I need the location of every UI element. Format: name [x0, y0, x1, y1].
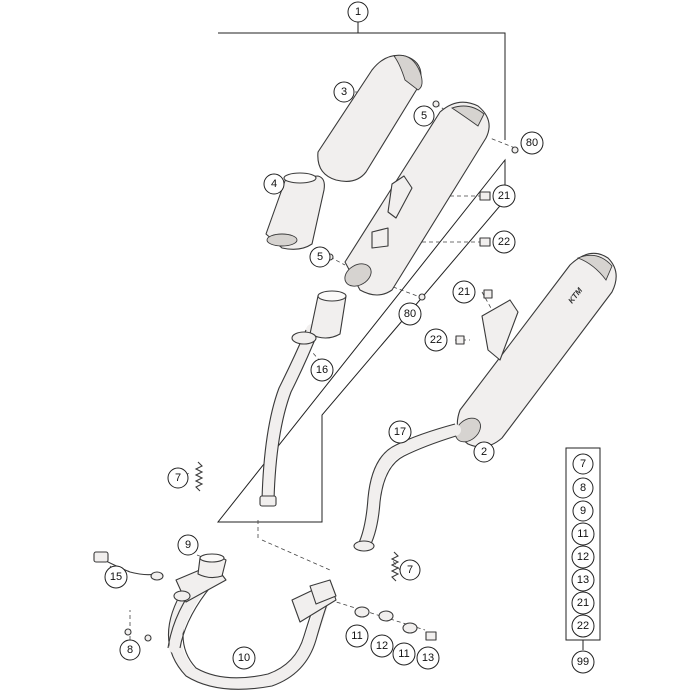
callout-11b: 11	[392, 642, 416, 666]
svg-text:7: 7	[175, 472, 181, 484]
callout-13: 13	[416, 646, 440, 670]
kit-list-items: 7 8 9 11 12 13 21 22 99	[571, 453, 595, 674]
svg-text:11: 11	[577, 528, 588, 540]
svg-text:9: 9	[580, 505, 586, 517]
svg-text:17: 17	[394, 426, 406, 438]
svg-text:10: 10	[238, 652, 250, 664]
svg-text:21: 21	[458, 286, 470, 298]
kit-list-box	[565, 447, 601, 650]
kit-item: 22	[571, 614, 595, 638]
svg-text:22: 22	[498, 236, 510, 248]
silencer-body-upper	[344, 101, 490, 296]
svg-text:15: 15	[110, 571, 122, 583]
svg-text:12: 12	[376, 640, 388, 652]
kit-item: 8	[572, 477, 594, 499]
svg-text:22: 22	[577, 620, 589, 632]
callout-7a: 7	[167, 467, 189, 489]
spring-upper	[194, 461, 204, 492]
svg-text:5: 5	[421, 110, 427, 122]
callout-21b: 21	[452, 280, 476, 304]
spring-lower	[390, 551, 400, 582]
kit-item: 9	[572, 500, 594, 522]
callout-labels: 1 3 4 5 5 80 80 21 22 21 22 16 17 2 7 9 …	[104, 1, 544, 670]
svg-text:8: 8	[127, 644, 133, 656]
callout-1: 1	[347, 1, 369, 23]
kit-item: 11	[571, 522, 595, 546]
svg-text:3: 3	[341, 86, 347, 98]
callout-16: 16	[310, 358, 334, 382]
svg-text:11: 11	[398, 648, 409, 660]
silencer-sleeve	[317, 54, 423, 182]
svg-text:12: 12	[577, 551, 589, 563]
svg-text:7: 7	[407, 564, 413, 576]
kit-item: 12	[571, 545, 595, 569]
callout-4: 4	[263, 173, 285, 195]
callout-22b: 22	[424, 328, 448, 352]
callout-22a: 22	[492, 230, 516, 254]
svg-text:80: 80	[404, 308, 416, 320]
callout-2: 2	[473, 441, 495, 463]
svg-text:80: 80	[526, 137, 538, 149]
callout-7b: 7	[399, 559, 421, 581]
svg-text:5: 5	[317, 251, 323, 263]
callout-10: 10	[232, 646, 256, 670]
kit-item: 21	[571, 591, 595, 615]
callout-5b: 5	[309, 246, 331, 268]
svg-text:13: 13	[422, 652, 434, 664]
callout-15: 15	[104, 565, 128, 589]
svg-text:7: 7	[580, 458, 586, 470]
silencer-core	[265, 172, 325, 250]
callout-11a: 11	[345, 624, 369, 648]
callout-17: 17	[388, 420, 412, 444]
fasteners	[124, 100, 519, 642]
header-pipe-front	[167, 563, 337, 690]
svg-text:9: 9	[185, 539, 191, 551]
lambda-sensor	[93, 551, 164, 581]
svg-text:2: 2	[481, 446, 487, 458]
svg-text:16: 16	[316, 364, 328, 376]
exhaust-gasket	[197, 553, 227, 579]
kit-item: 7	[572, 453, 594, 475]
callout-12: 12	[370, 634, 394, 658]
svg-text:21: 21	[577, 597, 589, 609]
header-pipe-rear	[353, 423, 461, 552]
callout-5a: 5	[413, 105, 435, 127]
callout-3: 3	[333, 81, 355, 103]
svg-text:1: 1	[355, 6, 361, 18]
svg-text:4: 4	[271, 178, 277, 190]
silencer-lower: KTM	[455, 252, 617, 448]
callout-21a: 21	[492, 184, 516, 208]
svg-text:99: 99	[577, 656, 589, 668]
callout-80b: 80	[398, 302, 422, 326]
callout-8: 8	[119, 639, 141, 661]
kit-item: 13	[571, 568, 595, 592]
svg-text:22: 22	[430, 334, 442, 346]
svg-text:8: 8	[580, 482, 586, 494]
svg-text:13: 13	[577, 574, 589, 586]
callout-80a: 80	[520, 131, 544, 155]
svg-text:11: 11	[351, 630, 362, 642]
link-pipe	[259, 290, 347, 507]
callout-9: 9	[177, 534, 199, 556]
svg-text:21: 21	[498, 190, 510, 202]
kit-total: 99	[571, 650, 595, 674]
